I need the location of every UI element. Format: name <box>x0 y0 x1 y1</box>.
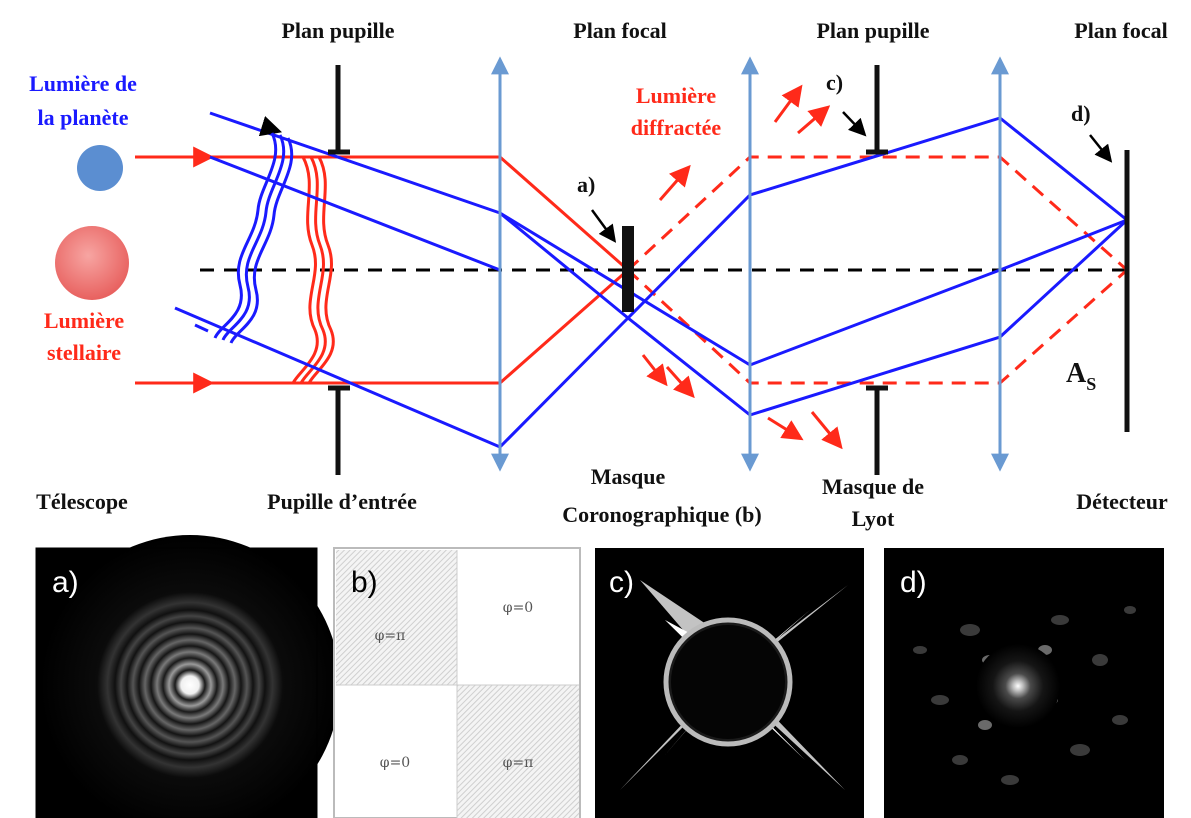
planet-light-rays <box>174 111 1129 449</box>
marker-d: d) <box>1071 101 1091 126</box>
marker-arrows <box>590 111 1113 243</box>
panel-b: φ=π φ=0 φ=0 φ=π b) <box>333 547 581 818</box>
label-coronagraphic-mask-line2: Coronographique (b) <box>562 502 761 527</box>
label-diffracted-light-line1: Lumière <box>636 83 716 108</box>
label-plan-pupille-1: Plan pupille <box>281 18 394 43</box>
planet-disc <box>77 145 123 191</box>
label-lyot-mask-line2: Lyot <box>852 506 895 531</box>
label-plan-pupille-2: Plan pupille <box>816 18 929 43</box>
label-planet-light-line2: la planète <box>37 105 128 130</box>
panel-b-letter: b) <box>351 566 378 599</box>
lyot-stops <box>866 65 888 475</box>
label-telescope: Télescope <box>36 489 128 514</box>
panel-a-letter: a) <box>52 566 79 599</box>
panel-d: d) <box>884 548 1164 818</box>
label-plan-focal-1: Plan focal <box>573 18 667 43</box>
quadrant-bottom-left: φ=0 <box>380 755 410 771</box>
coronagraphic-mask <box>622 226 634 312</box>
stellar-light-rays <box>135 146 629 394</box>
quadrant-top-right: φ=0 <box>503 600 533 616</box>
marker-a: a) <box>577 172 595 197</box>
quadrant-bottom-right: φ=π <box>503 755 534 771</box>
label-lyot-mask-line1: Masque de <box>822 474 924 499</box>
label-detector: Détecteur <box>1076 489 1168 514</box>
label-stellar-light-line2: stellaire <box>47 340 121 365</box>
label-coronagraphic-mask-line1: Masque <box>591 464 666 489</box>
label-entrance-pupil: Pupille d’entrée <box>267 489 417 514</box>
panel-d-letter: d) <box>900 566 927 599</box>
star-disc <box>55 226 129 300</box>
label-diffracted-light-line2: diffractée <box>631 115 722 140</box>
lenses <box>491 56 1009 472</box>
marker-c: c) <box>826 70 843 95</box>
label-stellar-light-line1: Lumière <box>44 308 124 333</box>
label-plan-focal-2: Plan focal <box>1074 18 1168 43</box>
detector-symbol: AS <box>1066 358 1096 394</box>
diffraction-arrows <box>641 84 843 450</box>
panel-c-letter: c) <box>609 566 634 599</box>
entrance-pupil-stops <box>328 65 350 475</box>
label-planet-light-line1: Lumière de <box>29 71 137 96</box>
quadrant-top-left: φ=π <box>375 628 406 644</box>
panel-c: c) <box>595 548 864 818</box>
panel-a: a) <box>35 535 340 818</box>
